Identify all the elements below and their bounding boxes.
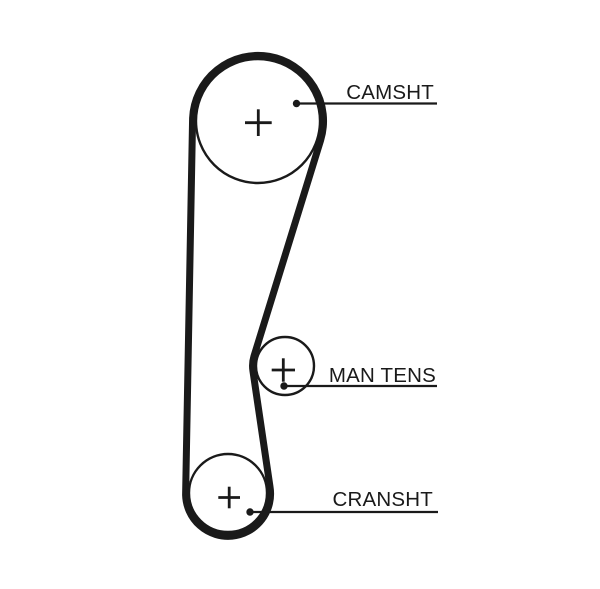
crankshaft-label: CRANSHT — [333, 488, 434, 511]
timing-belt — [182, 51, 328, 540]
camshaft-callout: CAMSHT — [292, 81, 437, 108]
tensioner-center-cross-icon — [271, 358, 295, 382]
tensioner-callout: MAN TENS — [280, 364, 437, 390]
camshaft-label: CAMSHT — [346, 81, 434, 104]
tensioner-label: MAN TENS — [329, 364, 436, 387]
camshaft-center-cross-icon — [245, 109, 272, 136]
crankshaft-callout: CRANSHT — [246, 488, 438, 516]
crankshaft-center-cross-icon — [218, 486, 240, 509]
